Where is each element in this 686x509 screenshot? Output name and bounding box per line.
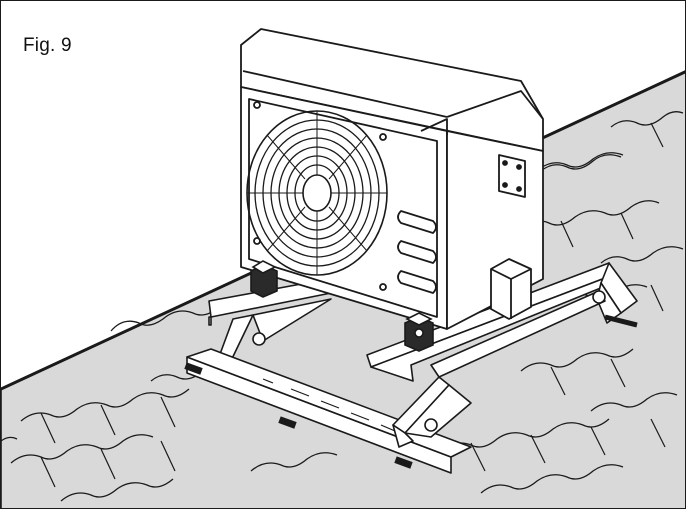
rail-straps [184, 362, 413, 469]
tile-rows [1, 111, 684, 502]
fan-grille [246, 110, 388, 276]
tile-seams [40, 122, 666, 488]
rubber-feet [250, 260, 434, 352]
figure-label: Fig. 9 [23, 35, 72, 56]
valve-cover [490, 258, 532, 320]
